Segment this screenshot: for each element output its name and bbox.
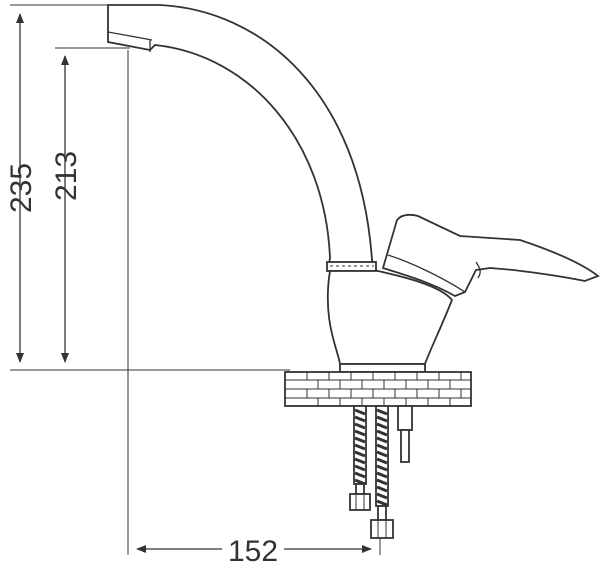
hose-right-ferrule: [377, 505, 387, 521]
stud-lower: [400, 429, 410, 463]
braid-strand: [376, 457, 388, 465]
hose-right-nut: [370, 519, 394, 539]
braid-strand: [354, 443, 366, 451]
stud-upper: [397, 405, 413, 431]
faucet-lever-handle: [381, 213, 600, 297]
braid-strand: [376, 436, 388, 444]
dimension-spout-reach: 152: [127, 50, 381, 567]
spout-tip-edge: [107, 31, 153, 41]
body-outline: [326, 270, 454, 365]
braid-strand: [376, 443, 388, 451]
braid-strand: [376, 471, 388, 479]
braid-strand: [354, 422, 366, 430]
braid-strand: [376, 464, 388, 472]
label-spout-height: 213: [50, 151, 83, 201]
dimension-total-height: 235: [5, 4, 290, 371]
hose-braiding: [354, 408, 388, 507]
dimension-spout-height: 213: [50, 47, 130, 363]
faucet-spout: [107, 4, 378, 272]
label-total-height: 235: [5, 163, 38, 213]
braid-strand: [376, 485, 388, 493]
braid-strand: [376, 422, 388, 430]
countertop-section: [284, 371, 472, 407]
braid-strand: [376, 478, 388, 486]
braid-strand: [354, 408, 366, 416]
hose-left-ferrule: [355, 483, 365, 495]
base-ring: [339, 363, 426, 373]
braid-strand: [354, 464, 366, 472]
mounting-stud: [397, 405, 413, 463]
lever-pivot-mark: [475, 261, 481, 279]
braid-strand: [354, 429, 366, 437]
braid-strand: [354, 471, 366, 479]
braid-strand: [376, 415, 388, 423]
braid-strand: [354, 450, 366, 458]
braid-strand: [376, 450, 388, 458]
faucet-base: [339, 363, 426, 373]
label-background: [222, 534, 284, 562]
braid-strand: [376, 492, 388, 500]
label-spout-reach: 152: [228, 535, 278, 567]
supply-hoses: [349, 405, 394, 539]
lever-joint-line: [387, 254, 466, 293]
braid-strand: [354, 415, 366, 423]
braid-strand: [354, 436, 366, 444]
braid-strand: [376, 499, 388, 507]
hose-left-nut: [349, 493, 371, 511]
spout-outline: [107, 4, 378, 271]
countertop-hatching: [306, 372, 462, 406]
braid-strand: [376, 408, 388, 416]
braid-strand: [354, 457, 366, 465]
faucet-body: [326, 270, 454, 365]
braid-strand: [376, 429, 388, 437]
